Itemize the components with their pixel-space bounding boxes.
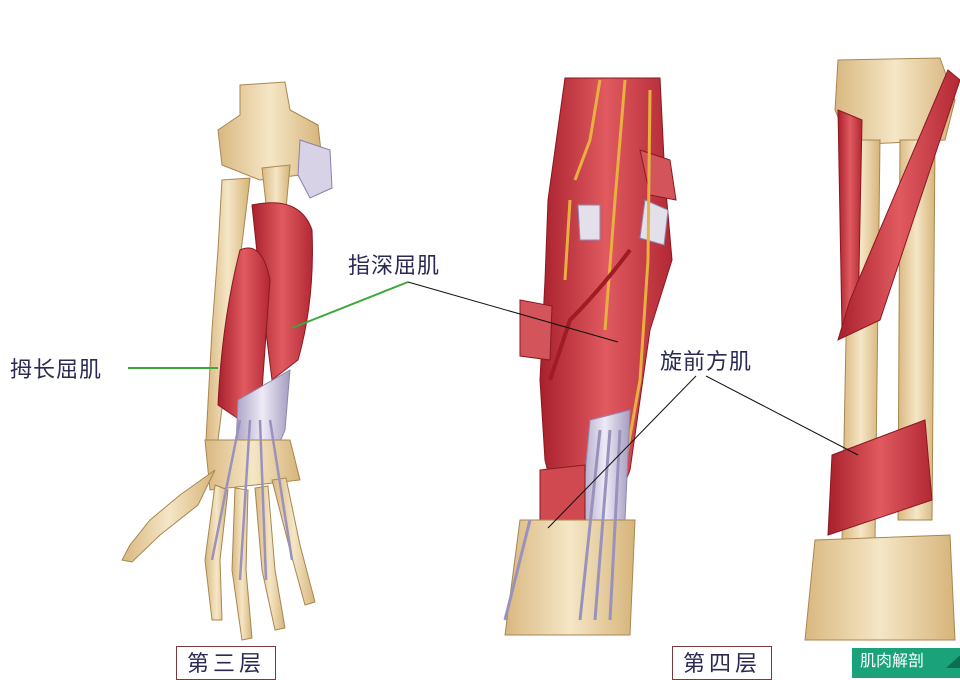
watermark-badge: 肌肉解剖 <box>852 648 960 678</box>
label-pronator-quadratus: 旋前方肌 <box>660 350 753 375</box>
layer-label-third: 第三层 <box>176 646 277 680</box>
leader-pq-right <box>705 375 859 456</box>
left-forearm <box>121 81 333 641</box>
leader-lines <box>128 281 859 529</box>
corner-arrow-icon <box>946 648 960 668</box>
leader-pq-middle <box>547 375 697 529</box>
layer-label-fourth: 第四层 <box>672 646 773 680</box>
label-flexor-pollicis-longus: 拇长屈肌 <box>10 358 103 383</box>
right-forearm <box>804 57 960 641</box>
badge-text: 肌肉解剖 <box>860 651 925 670</box>
leader-fdp-black <box>407 281 619 343</box>
label-flexor-digitorum-profundus: 指深屈肌 <box>348 254 441 279</box>
leader-fdp-green <box>291 281 409 329</box>
middle-forearm <box>503 77 677 636</box>
